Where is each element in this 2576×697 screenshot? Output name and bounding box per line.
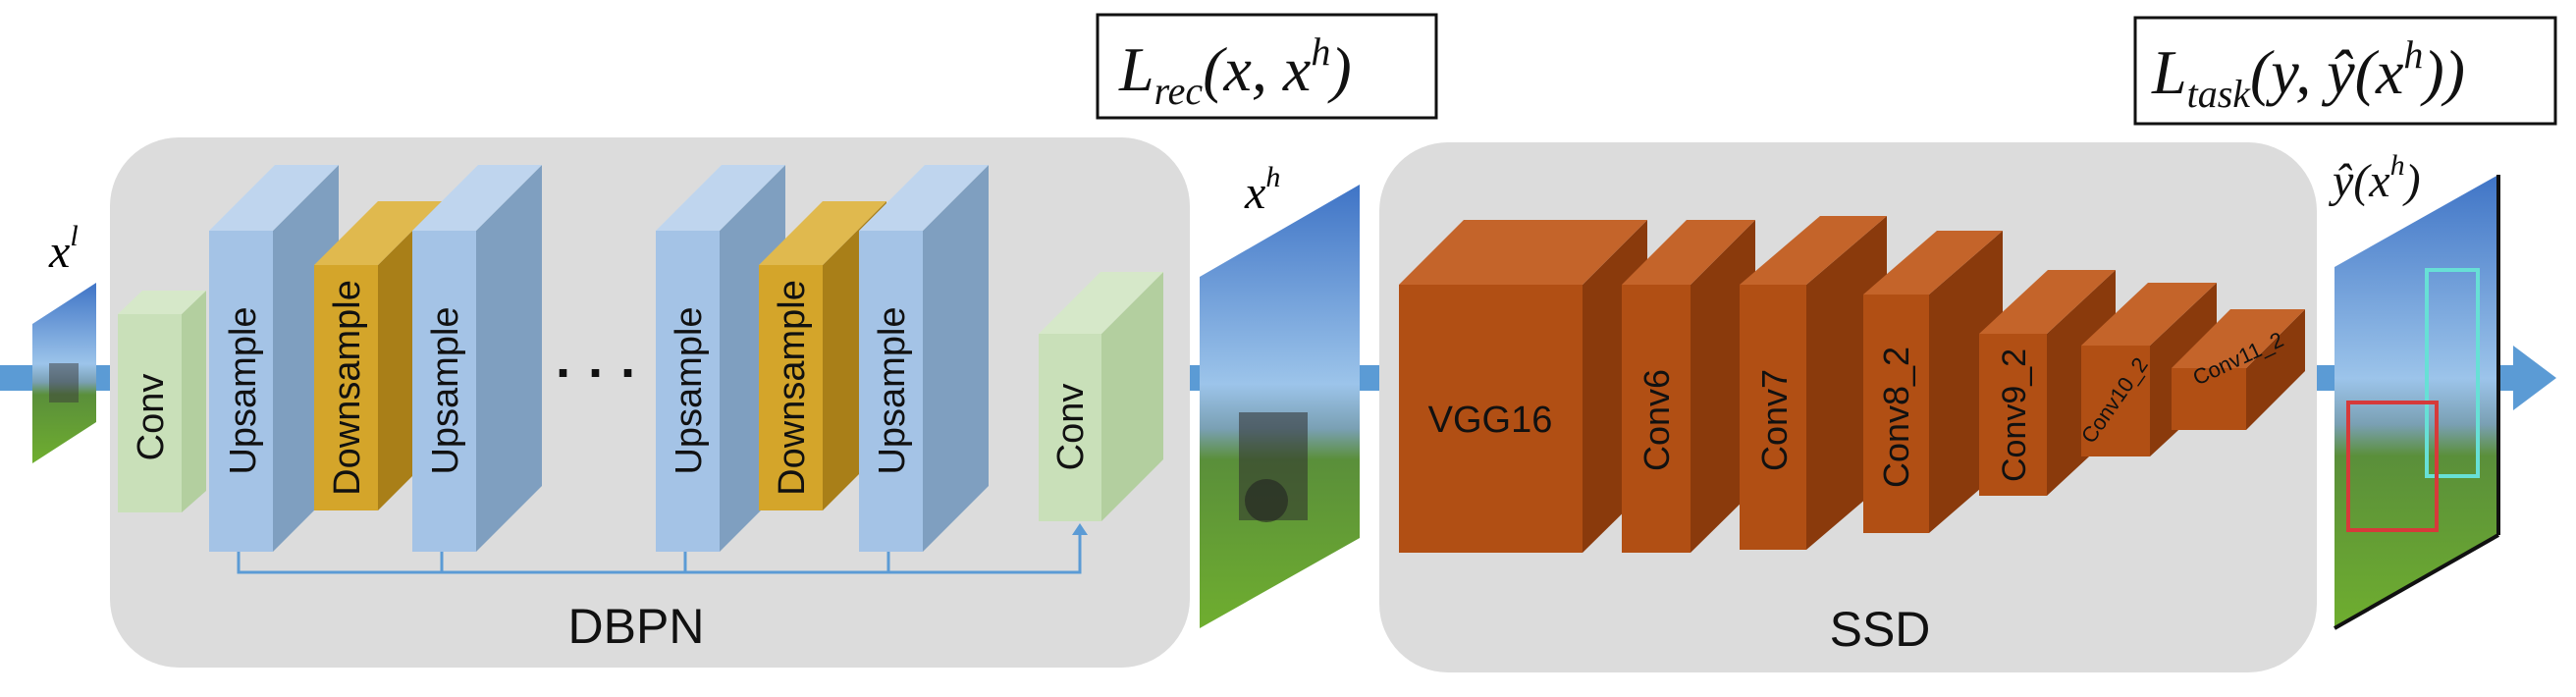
dbpn-upsample-2-block (412, 165, 542, 552)
dbpn-downsample-2-label: Downsample (772, 280, 813, 496)
dbpn-dense-connections (237, 523, 1088, 574)
hr-label: xh (1244, 161, 1280, 219)
reconstruction-loss-box: Lrec(x, xh) (1096, 13, 1438, 120)
dbpn-conv-in-label: Conv (131, 374, 172, 461)
ssd-conv6-block (1622, 220, 1755, 553)
dbpn-upsample-2-label: Upsample (425, 306, 466, 474)
dbpn-downsample-1-label: Downsample (327, 280, 368, 496)
dbpn-upsample-3-label: Upsample (669, 306, 710, 474)
dbpn-ellipsis: · · · (556, 344, 638, 402)
svg-text:Ltask(y, ŷ(xh)): Ltask(y, ŷ(xh)) (2151, 32, 2465, 116)
dbpn-upsample-4-block (859, 165, 989, 552)
dbpn-upsample-4-label: Upsample (872, 306, 913, 474)
dbpn-upsample-1-label: Upsample (223, 306, 264, 474)
ssd-conv8-label: Conv8_2 (1876, 347, 1916, 488)
input-image (32, 283, 96, 463)
ssd-conv6-label: Conv6 (1637, 369, 1677, 471)
ssd-vgg16-label: VGG16 (1428, 400, 1553, 441)
ssd-conv11-block (2172, 309, 2305, 430)
ssd-conv9-label: Conv9_2 (1996, 348, 2033, 482)
dbpn-conv-in-block (118, 291, 206, 512)
output-image (2334, 175, 2500, 630)
ssd-conv7-label: Conv7 (1754, 369, 1795, 471)
ssd-vgg16-block (1399, 220, 1647, 553)
svg-text:Lrec(x, xh): Lrec(x, xh) (1118, 29, 1352, 113)
dbpn-conv-out-label: Conv (1050, 384, 1092, 471)
ssd-label: SSD (1830, 602, 1931, 657)
hr-image (1200, 185, 1360, 628)
input-label: xl (48, 220, 79, 278)
task-loss-box: Ltask(y, ŷ(xh)) (2133, 16, 2557, 126)
dbpn-conv-out-block (1039, 272, 1163, 521)
output-label: ŷ(xh) (2328, 149, 2421, 207)
dbpn-label: DBPN (568, 599, 705, 654)
